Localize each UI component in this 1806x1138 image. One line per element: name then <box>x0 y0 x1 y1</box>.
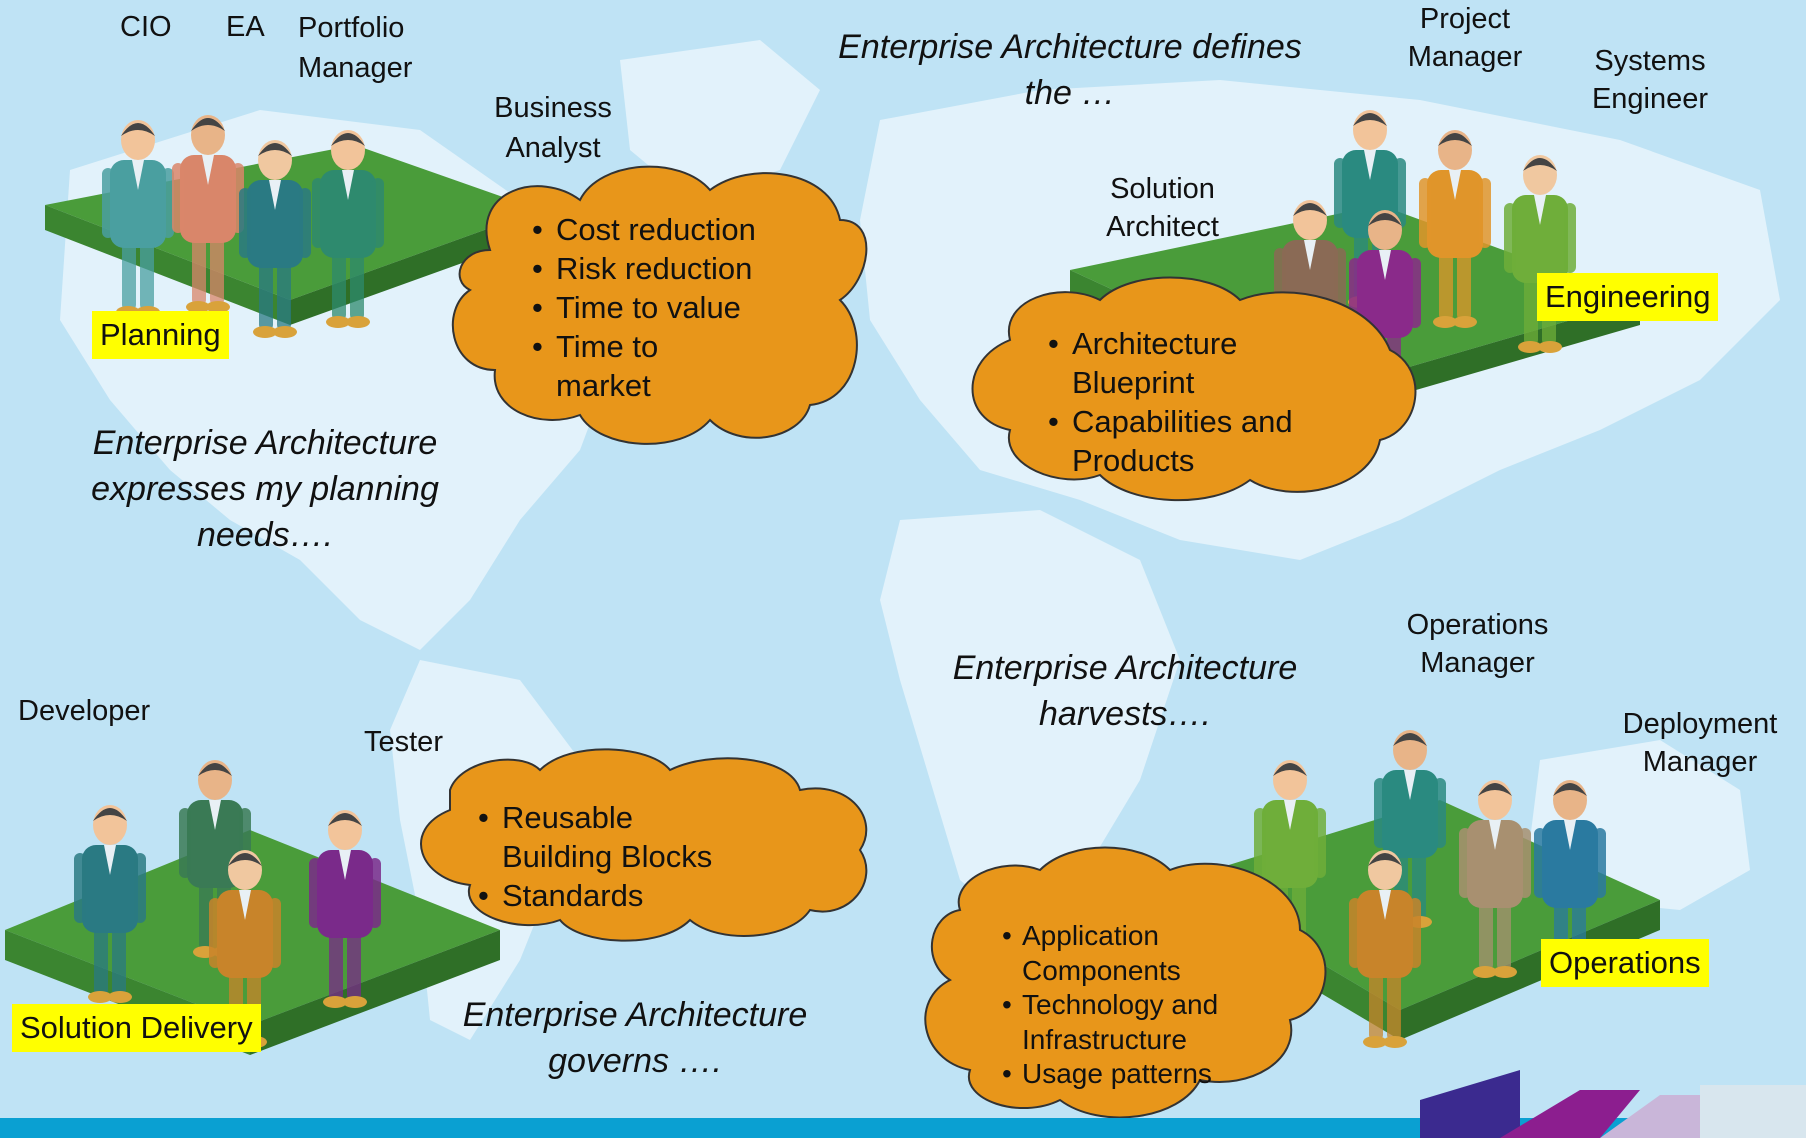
person-figure <box>309 810 381 1008</box>
role-label-operations-manager: Operations Manager <box>1406 609 1549 679</box>
cloud-item: Standards <box>472 876 732 915</box>
cloud-item: Risk reduction <box>526 249 786 288</box>
statement-line: Enterprise Architecture defines <box>838 28 1302 66</box>
footer-bar <box>0 1118 1806 1138</box>
statement-line: Enterprise Architecture <box>462 996 808 1034</box>
person-figure <box>1459 780 1531 978</box>
cloud-item: Time to value <box>526 288 786 327</box>
role-label-tester: Tester <box>364 726 443 758</box>
person-figure <box>239 140 311 338</box>
group-tag-engineering: Engineering <box>1537 273 1719 321</box>
cloud-list-delivery: Reusable Building Blocks Standards <box>472 798 732 915</box>
person-figure <box>1419 130 1491 328</box>
people-figures <box>74 110 1606 1048</box>
role-label-systems-engineer: Systems Engineer <box>1591 45 1709 115</box>
statement-line: expresses my planning <box>91 470 439 508</box>
group-tag-operations: Operations <box>1541 939 1709 987</box>
statement-line: harvests…. <box>1039 695 1211 733</box>
person-figure <box>74 805 146 1003</box>
statement-line: needs…. <box>196 516 334 554</box>
person-figure <box>1374 730 1446 928</box>
statement-line: governs …. <box>548 1042 722 1080</box>
role-label-business-analyst: Business Analyst <box>494 92 612 164</box>
cloud-item: Time to market <box>526 327 696 405</box>
role-label-cio: CIO <box>120 11 172 43</box>
role-label-solution-architect: Solution Architect <box>1106 173 1219 243</box>
corporate-logo <box>1420 1070 1806 1138</box>
cloud-item: Cost reduction <box>526 210 786 249</box>
group-tag-solution-delivery: Solution Delivery <box>12 1004 261 1052</box>
role-label-project-manager: Project Manager <box>1407 3 1523 73</box>
role-label-portfolio-manager: Portfolio Manager <box>298 12 413 84</box>
cloud-list-planning: Cost reduction Risk reduction Time to va… <box>526 210 786 405</box>
statement-line: Enterprise Architecture <box>952 649 1298 687</box>
role-label-ea: EA <box>226 11 265 43</box>
cloud-item: Usage patterns <box>996 1057 1256 1092</box>
role-label-developer: Developer <box>18 695 151 727</box>
continent-africa <box>880 510 1180 930</box>
statement-planning: Enterprise Architecture expresses my pla… <box>60 420 470 558</box>
continent-greenland <box>620 40 820 200</box>
cloud-list-operations: Application Components Technology and In… <box>996 919 1256 1092</box>
cloud-item: Capabilities and Products <box>1042 402 1332 480</box>
role-label-deployment-manager: Deployment Manager <box>1622 708 1778 778</box>
group-tag-planning: Planning <box>92 311 229 359</box>
statement-delivery: Enterprise Architecture governs …. <box>430 992 840 1084</box>
cloud-item: Technology and Infrastructure <box>996 988 1247 1057</box>
statement-operations: Enterprise Architecture harvests…. <box>920 645 1330 737</box>
cloud-item: Reusable Building Blocks <box>472 798 722 876</box>
person-figure <box>1349 850 1421 1048</box>
statement-line: the … <box>1024 74 1116 112</box>
statement-engineering: Enterprise Architecture defines the … <box>810 24 1330 116</box>
person-figure <box>172 115 244 313</box>
statement-line: Enterprise Architecture <box>92 424 438 462</box>
person-figure <box>102 120 174 318</box>
cloud-item: Architecture Blueprint <box>1042 324 1262 402</box>
person-figure <box>312 130 384 328</box>
cloud-item: Application Components <box>996 919 1202 988</box>
cloud-list-engineering: Architecture Blueprint Capabilities and … <box>1042 324 1322 480</box>
